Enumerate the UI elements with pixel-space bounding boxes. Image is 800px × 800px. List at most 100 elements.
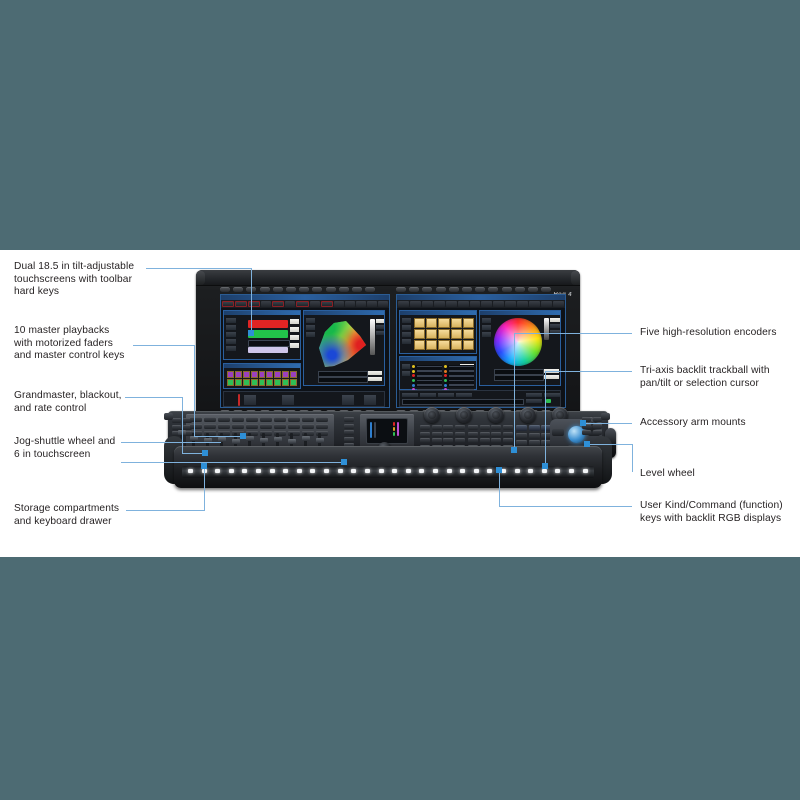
- side-button[interactable]: [226, 339, 236, 344]
- picker-button[interactable]: [550, 324, 560, 328]
- value-field[interactable]: [290, 319, 299, 324]
- value-row[interactable]: [318, 371, 368, 377]
- playback-cell[interactable]: [282, 395, 294, 405]
- intensity-slider[interactable]: [370, 319, 375, 355]
- cie-chromaticity-diagram[interactable]: [319, 321, 366, 367]
- pane-color-wheel[interactable]: [479, 310, 561, 386]
- pane-color-picker-rgb[interactable]: [223, 310, 301, 360]
- side-button[interactable]: [402, 364, 410, 369]
- grandmaster-fader[interactable]: [177, 429, 186, 445]
- pane-playback-bar[interactable]: [223, 391, 385, 407]
- motorized-fader[interactable]: [287, 433, 296, 449]
- picker-button[interactable]: [376, 325, 384, 329]
- palette-swatch-grid[interactable]: [414, 318, 474, 350]
- side-button[interactable]: [226, 346, 236, 351]
- pane-command-bar[interactable]: [399, 390, 561, 407]
- pane-group-directory[interactable]: [223, 363, 301, 389]
- side-button[interactable]: [306, 332, 315, 337]
- side-button[interactable]: [226, 318, 236, 323]
- motorized-fader[interactable]: [273, 433, 282, 449]
- side-button[interactable]: [402, 371, 410, 376]
- motorized-fader[interactable]: [315, 433, 324, 449]
- picker-field[interactable]: [550, 318, 560, 322]
- value-row[interactable]: [494, 369, 544, 375]
- leader-line-grandmaster: [125, 397, 183, 399]
- blue-channel-bar[interactable]: [248, 340, 290, 347]
- value-field[interactable]: [368, 377, 382, 381]
- screen-left-toolbar[interactable]: [221, 300, 389, 308]
- value-field[interactable]: [290, 343, 299, 348]
- color-wheel-picker[interactable]: [494, 318, 542, 366]
- side-button[interactable]: [402, 318, 411, 323]
- toolbar-hardkeys-top-right[interactable]: [396, 287, 552, 292]
- motorized-fader[interactable]: [203, 433, 212, 449]
- command-key[interactable]: [438, 393, 454, 397]
- fixture-list-column-right[interactable]: [444, 365, 474, 392]
- motorized-fader[interactable]: [245, 433, 254, 449]
- jog-touchscreen-6in[interactable]: [366, 418, 408, 444]
- value-field[interactable]: [368, 371, 382, 375]
- playback-cell[interactable]: [244, 395, 256, 405]
- side-button[interactable]: [482, 332, 491, 337]
- side-button[interactable]: [226, 325, 236, 330]
- white-channel-bar[interactable]: [248, 347, 288, 353]
- command-key[interactable]: [526, 393, 542, 397]
- side-button[interactable]: [402, 325, 411, 330]
- pane-beam-palette[interactable]: [399, 310, 477, 354]
- side-button[interactable]: [482, 325, 491, 330]
- storage-compartment-keyboard-drawer[interactable]: [174, 446, 602, 488]
- leader-line-grandmaster-h2: [182, 453, 204, 455]
- encoder-3[interactable]: [488, 407, 504, 423]
- touchscreen-right[interactable]: [396, 294, 566, 408]
- side-button[interactable]: [226, 332, 236, 337]
- playback-cell[interactable]: [342, 395, 354, 405]
- picker-button[interactable]: [550, 330, 560, 334]
- pane-fixture-list[interactable]: [399, 356, 477, 392]
- value-row[interactable]: [318, 377, 368, 383]
- side-button[interactable]: [482, 318, 491, 323]
- motorized-fader[interactable]: [259, 433, 268, 449]
- group-palette-row-green[interactable]: [227, 379, 297, 386]
- command-key[interactable]: [544, 393, 560, 397]
- picker-button[interactable]: [376, 331, 384, 335]
- master-playback-keys[interactable]: [190, 417, 328, 436]
- page-chooser-keys[interactable]: [344, 417, 354, 449]
- side-button[interactable]: [402, 339, 411, 344]
- red-channel-bar[interactable]: [248, 320, 288, 328]
- pane-cie-gamut[interactable]: [303, 310, 385, 386]
- trackball[interactable]: [568, 426, 585, 443]
- fixture-list-column-left[interactable]: [412, 365, 442, 392]
- command-key[interactable]: [420, 393, 436, 397]
- value-field[interactable]: [290, 335, 299, 340]
- value-row[interactable]: [494, 375, 544, 381]
- motorized-fader[interactable]: [217, 433, 226, 449]
- grandmaster-blackout-rate-keys[interactable]: [172, 418, 192, 437]
- command-line-input[interactable]: [402, 399, 524, 405]
- motorized-fader[interactable]: [231, 433, 240, 449]
- value-field[interactable]: [290, 327, 299, 332]
- right-side-keys[interactable]: [582, 417, 602, 436]
- intensity-slider[interactable]: [544, 318, 549, 340]
- toolbar-hardkeys-top-left[interactable]: [220, 287, 376, 292]
- motorized-fader[interactable]: [301, 433, 310, 449]
- touchscreen-left[interactable]: [220, 294, 390, 408]
- screen-right-toolbar[interactable]: [397, 300, 565, 308]
- playback-cell[interactable]: [364, 395, 376, 405]
- motorized-fader-bank[interactable]: [189, 433, 340, 449]
- command-key[interactable]: [526, 399, 542, 403]
- green-channel-bar[interactable]: [248, 330, 288, 338]
- value-field[interactable]: [544, 375, 559, 379]
- command-key[interactable]: [456, 393, 472, 397]
- side-button[interactable]: [306, 318, 315, 323]
- command-key[interactable]: [402, 393, 418, 397]
- side-button[interactable]: [402, 332, 411, 337]
- picker-field[interactable]: [376, 319, 384, 323]
- encoder-2[interactable]: [456, 407, 472, 423]
- trackball-wing-left[interactable]: [552, 429, 564, 436]
- group-palette-row-magenta[interactable]: [227, 371, 297, 378]
- motorized-fader[interactable]: [189, 433, 198, 449]
- user-kind-command-function-keys[interactable]: [516, 425, 553, 447]
- encoder-1[interactable]: [424, 407, 440, 423]
- side-button[interactable]: [306, 325, 315, 330]
- encoder-4[interactable]: [520, 407, 536, 423]
